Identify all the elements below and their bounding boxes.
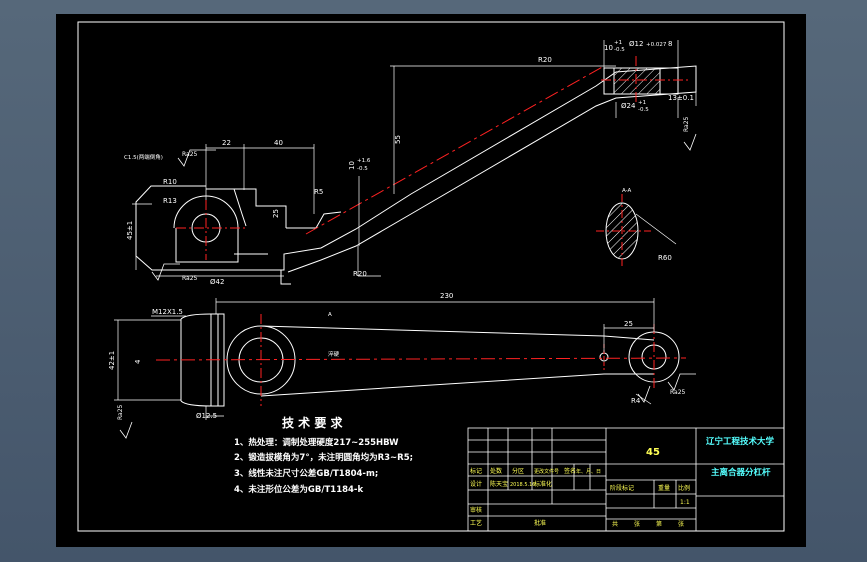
center-lines-front	[176, 56, 691, 260]
technical-requirements: 技 术 要 求 1、热处理：调制处理硬度217~255HBW 2、锻造拔模角为7…	[234, 415, 413, 495]
std-label: 标准化	[534, 480, 552, 488]
dim-d12-5: Ø12.5	[196, 412, 217, 420]
dim-r20: R20	[353, 270, 367, 278]
dim-25: 25	[272, 209, 280, 218]
stage-label: 阶段标记	[610, 484, 634, 492]
front-view	[135, 65, 697, 285]
dim-10-top-lower: -0.5	[614, 47, 625, 53]
dim-42-side: 42±1	[108, 351, 116, 370]
title-block-text: 45 辽宁工程技术大学 主离合器分杠杆 标记 处数 分区 更改文件号 签名 年、…	[470, 436, 775, 528]
dim-r13: R13	[163, 197, 177, 205]
dim-d24-upper: +1	[638, 100, 646, 106]
row-date: 年、月、日	[576, 468, 601, 475]
roughness-3: Ra25	[683, 116, 690, 132]
drawing-canvas: 22 40 55 R20 R10 R13 45±1 Ø42 R5 R20 25 …	[77, 21, 785, 532]
review-label: 审核	[470, 506, 482, 514]
dim-d24: Ø24	[621, 102, 636, 110]
roughness-4: Ra25	[670, 389, 686, 396]
dim-m12: M12X1.5	[152, 308, 183, 316]
dim-25-top: 25	[624, 320, 633, 328]
dimension-lines-front	[132, 40, 697, 277]
center-lines-top	[155, 314, 687, 406]
dim-r10: R10	[163, 178, 177, 186]
designer-date: 2018.5.16	[510, 482, 535, 488]
dim-10-lower: -0.5	[357, 166, 368, 172]
process-label: 工艺	[470, 519, 482, 527]
row-doc: 更改文件号	[534, 468, 559, 475]
scale-label: 比例	[678, 484, 690, 492]
dim-d24-lower: -0.5	[638, 107, 649, 113]
approve-label: 批准	[534, 519, 546, 527]
dim-45: 45±1	[126, 221, 134, 240]
dim-40: 40	[274, 139, 283, 147]
dim-55: 55	[394, 135, 402, 144]
dim-8: 8	[668, 40, 672, 48]
row-marker: 标记	[470, 467, 482, 475]
drawing-sheet: 22 40 55 R20 R10 R13 45±1 Ø42 R5 R20 25 …	[56, 14, 806, 547]
sheet-no: 第	[656, 520, 662, 528]
roughness-symbols	[119, 133, 697, 439]
dim-d12-tol: +0.027	[646, 42, 667, 48]
school-name: 辽宁工程技术大学	[706, 436, 775, 447]
tech-heading: 技 术 要 求	[282, 415, 344, 430]
dimension-lines-top	[114, 298, 655, 420]
tech-item-2: 2、锻造拔模角为7°，未注明圆角均为R3~R5;	[234, 452, 413, 463]
section-label: A-A	[622, 188, 632, 194]
dim-d42: Ø42	[210, 278, 224, 286]
dim-r20-top: R20	[538, 56, 552, 64]
designer-label: 设计	[470, 480, 482, 488]
sheets-total: 共	[612, 520, 618, 528]
roughness-5: Ra25	[117, 404, 124, 420]
tech-item-3: 3、线性未注尺寸公差GB/T1804-m;	[234, 468, 378, 479]
title-block-grid	[467, 427, 785, 532]
chamfer-note: C1.5(两端倒角)	[124, 153, 163, 161]
roughness-2: Ra25	[182, 275, 198, 282]
dim-13: 13±0.1	[668, 94, 694, 102]
tech-item-4: 4、未注形位公差为GB/T1184-k	[234, 484, 363, 495]
dim-230: 230	[440, 292, 453, 300]
dim-d12: Ø12	[629, 40, 643, 48]
section-aa	[596, 194, 677, 269]
part-name: 主离合器分杠杆	[711, 467, 771, 478]
dim-4: 4	[134, 359, 142, 364]
dim-r60: R60	[658, 254, 672, 262]
weight-label: 重量	[658, 484, 670, 492]
designer: 陈天宝	[490, 480, 508, 488]
row-sign: 签名	[564, 467, 576, 475]
row-zone: 分区	[512, 467, 524, 475]
sheet-label: 张	[678, 520, 684, 528]
dim-r4: R4	[631, 397, 641, 405]
section-mark-a: A	[328, 312, 332, 318]
row-count: 处数	[490, 467, 502, 475]
inner-frame	[77, 21, 785, 532]
dim-r5: R5	[314, 188, 323, 196]
sheets-label: 张	[634, 520, 640, 528]
material: 45	[646, 447, 660, 458]
dim-10-top: 10	[604, 44, 613, 52]
tech-item-1: 1、热处理：调制处理硬度217~255HBW	[234, 437, 399, 448]
dim-10-top-upper: +1	[614, 40, 622, 46]
dim-10: 10	[348, 161, 356, 170]
dim-22: 22	[222, 139, 231, 147]
grind-note: 淬硬	[328, 350, 340, 358]
roughness-1: Ra25	[182, 151, 198, 158]
dim-10-upper: +1.6	[357, 158, 371, 164]
scale: 1:1	[680, 499, 690, 506]
